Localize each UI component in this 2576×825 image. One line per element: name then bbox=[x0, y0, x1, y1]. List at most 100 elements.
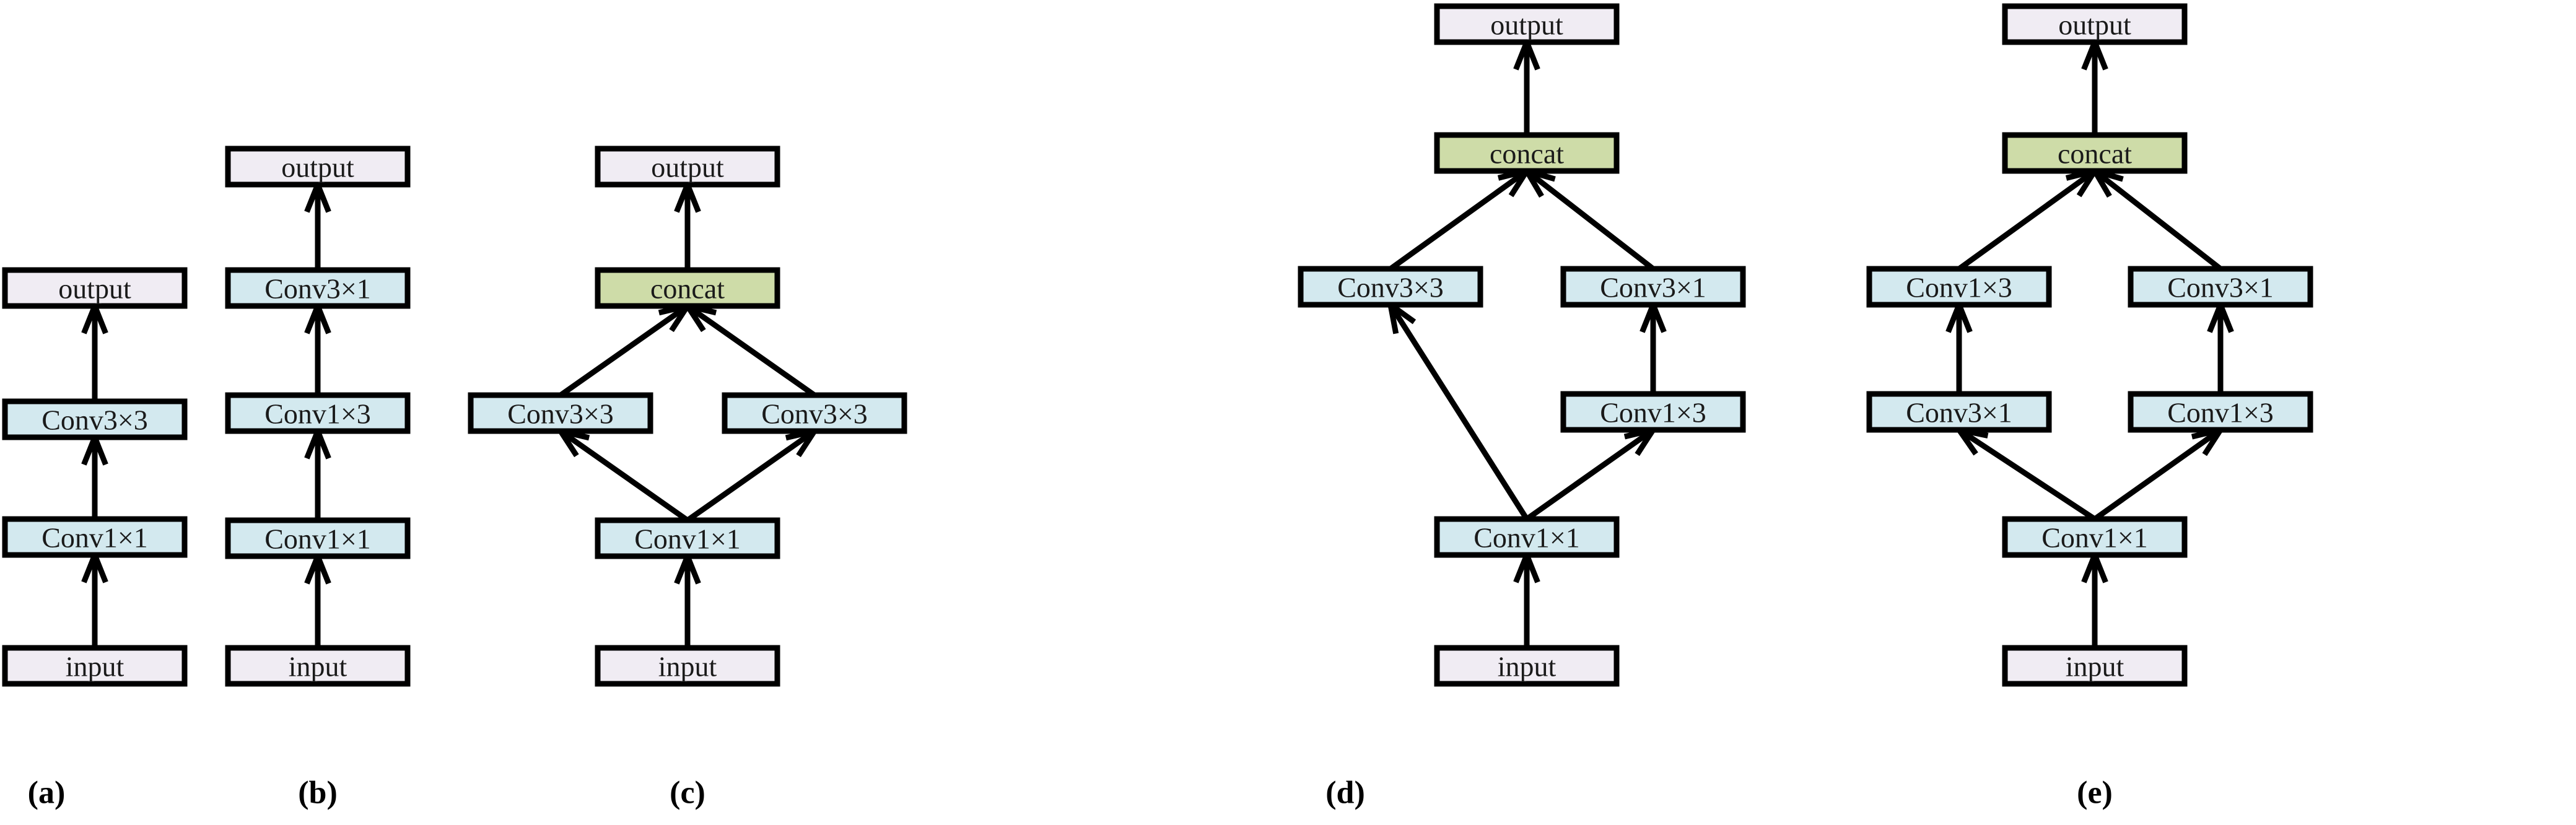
edge-a_conv33-to-a_output bbox=[81, 298, 108, 401]
node-box[interactable] bbox=[2, 267, 188, 309]
node-box[interactable] bbox=[225, 267, 411, 309]
node-e_conv31T[interactable]: Conv3×1 bbox=[2128, 266, 2313, 308]
node-layer: outputConv3×3Conv1×1inputoutputConv3×1Co… bbox=[2, 3, 2313, 687]
node-c_conv33R[interactable]: Conv3×3 bbox=[722, 392, 907, 434]
node-box[interactable] bbox=[1560, 266, 1746, 308]
node-label: output bbox=[58, 273, 131, 305]
edge-line bbox=[1957, 427, 2097, 522]
edge-c_concat-to-c_output bbox=[674, 177, 701, 270]
node-box[interactable] bbox=[225, 645, 411, 687]
node-d_conv13[interactable]: Conv1×3 bbox=[1560, 391, 1746, 433]
node-d_conv11[interactable]: Conv1×1 bbox=[1434, 516, 1620, 558]
node-d_conv31[interactable]: Conv3×1 bbox=[1560, 266, 1746, 308]
node-box[interactable] bbox=[1560, 391, 1746, 433]
node-b_conv11[interactable]: Conv1×1 bbox=[225, 517, 411, 559]
node-c_output[interactable]: output bbox=[595, 146, 780, 188]
node-box[interactable] bbox=[2, 516, 188, 558]
node-a_input[interactable]: input bbox=[2, 645, 188, 687]
node-c_concat[interactable]: concat bbox=[595, 267, 780, 309]
edge-d_conv31-to-d_concat bbox=[1521, 166, 1655, 271]
edge-e_input-to-e_conv11 bbox=[2081, 547, 2108, 648]
edge-c_conv33L-to-c_concat bbox=[559, 302, 694, 398]
edge-line bbox=[686, 429, 816, 523]
node-box[interactable] bbox=[2, 398, 188, 440]
node-box[interactable] bbox=[2002, 132, 2188, 174]
node-c_input[interactable]: input bbox=[595, 645, 780, 687]
node-b_input[interactable]: input bbox=[225, 645, 411, 687]
node-box[interactable] bbox=[2002, 516, 2188, 558]
node-box[interactable] bbox=[1434, 516, 1620, 558]
node-label: concat bbox=[2058, 138, 2132, 170]
node-box[interactable] bbox=[1298, 266, 1483, 308]
node-box[interactable] bbox=[2, 645, 188, 687]
node-a_output[interactable]: output bbox=[2, 267, 188, 309]
node-label: output bbox=[651, 152, 724, 183]
panel-caption-a: (a) bbox=[28, 775, 66, 811]
edge-line bbox=[1388, 303, 1529, 521]
node-e_conv11[interactable]: Conv1×1 bbox=[2002, 516, 2188, 558]
edge-line bbox=[1389, 168, 1529, 271]
node-label: Conv1×1 bbox=[41, 522, 148, 554]
panel-caption-d: (d) bbox=[1325, 775, 1365, 811]
node-e_output[interactable]: output bbox=[2002, 3, 2188, 45]
node-box[interactable] bbox=[225, 517, 411, 559]
node-box[interactable] bbox=[2128, 391, 2313, 433]
edge-d_conv11-to-d_conv13 bbox=[1525, 426, 1659, 522]
node-box[interactable] bbox=[722, 392, 907, 434]
node-box[interactable] bbox=[595, 267, 780, 309]
node-a_conv33[interactable]: Conv3×3 bbox=[2, 398, 188, 440]
node-d_concat[interactable]: concat bbox=[1434, 132, 1620, 174]
node-box[interactable] bbox=[2002, 3, 2188, 45]
node-label: Conv3×1 bbox=[1600, 272, 1706, 303]
node-b_conv31[interactable]: Conv3×1 bbox=[225, 267, 411, 309]
node-e_concat[interactable]: concat bbox=[2002, 132, 2188, 174]
node-box[interactable] bbox=[2002, 645, 2188, 687]
node-e_input[interactable]: input bbox=[2002, 645, 2188, 687]
node-box[interactable] bbox=[1434, 132, 1620, 174]
node-label: Conv1×1 bbox=[2041, 522, 2148, 554]
edge-e_conv31B-to-e_conv13T bbox=[1945, 297, 1973, 394]
node-label: input bbox=[2066, 651, 2124, 683]
node-box[interactable] bbox=[1866, 266, 2052, 308]
edge-line bbox=[1525, 427, 1655, 522]
edge-a_input-to-a_conv11 bbox=[81, 547, 108, 648]
node-label: output bbox=[2058, 9, 2131, 41]
node-box[interactable] bbox=[225, 392, 411, 434]
node-label: Conv1×3 bbox=[1600, 397, 1706, 429]
node-box[interactable] bbox=[225, 146, 411, 188]
node-box[interactable] bbox=[1434, 645, 1620, 687]
node-label: Conv3×3 bbox=[507, 398, 614, 430]
node-a_conv11[interactable]: Conv1×1 bbox=[2, 516, 188, 558]
node-e_conv13T[interactable]: Conv1×3 bbox=[1866, 266, 2052, 308]
node-d_input[interactable]: input bbox=[1434, 645, 1620, 687]
node-box[interactable] bbox=[595, 146, 780, 188]
edge-c_input-to-c_conv11 bbox=[674, 548, 701, 648]
node-box[interactable] bbox=[595, 517, 780, 559]
node-box[interactable] bbox=[1866, 391, 2052, 433]
node-b_output[interactable]: output bbox=[225, 146, 411, 188]
node-e_conv13B[interactable]: Conv1×3 bbox=[2128, 391, 2313, 433]
node-d_conv33[interactable]: Conv3×3 bbox=[1298, 266, 1483, 308]
edge-line bbox=[2093, 168, 2222, 271]
edge-e_conv31T-to-e_concat bbox=[2089, 166, 2222, 271]
edge-a_conv11-to-a_conv33 bbox=[81, 429, 108, 519]
edge-line bbox=[1957, 168, 2097, 271]
node-d_output[interactable]: output bbox=[1434, 3, 1620, 45]
node-e_conv31B[interactable]: Conv3×1 bbox=[1866, 391, 2052, 433]
panel-caption-c: (c) bbox=[670, 775, 705, 811]
node-b_conv13[interactable]: Conv1×3 bbox=[225, 392, 411, 434]
node-box[interactable] bbox=[1434, 3, 1620, 45]
node-box[interactable] bbox=[595, 645, 780, 687]
node-label: Conv1×3 bbox=[264, 398, 371, 430]
node-box[interactable] bbox=[2128, 266, 2313, 308]
edge-c_conv11-to-c_conv33L bbox=[554, 427, 689, 523]
panel-caption-e: (e) bbox=[2077, 775, 2113, 811]
node-label: Conv3×1 bbox=[1906, 397, 2012, 429]
node-box[interactable] bbox=[468, 392, 653, 434]
node-c_conv33L[interactable]: Conv3×3 bbox=[468, 392, 653, 434]
node-label: input bbox=[658, 651, 717, 683]
edge-b_conv11-to-b_conv13 bbox=[304, 423, 331, 520]
node-c_conv11[interactable]: Conv1×1 bbox=[595, 517, 780, 559]
node-label: concat bbox=[1490, 138, 1564, 170]
